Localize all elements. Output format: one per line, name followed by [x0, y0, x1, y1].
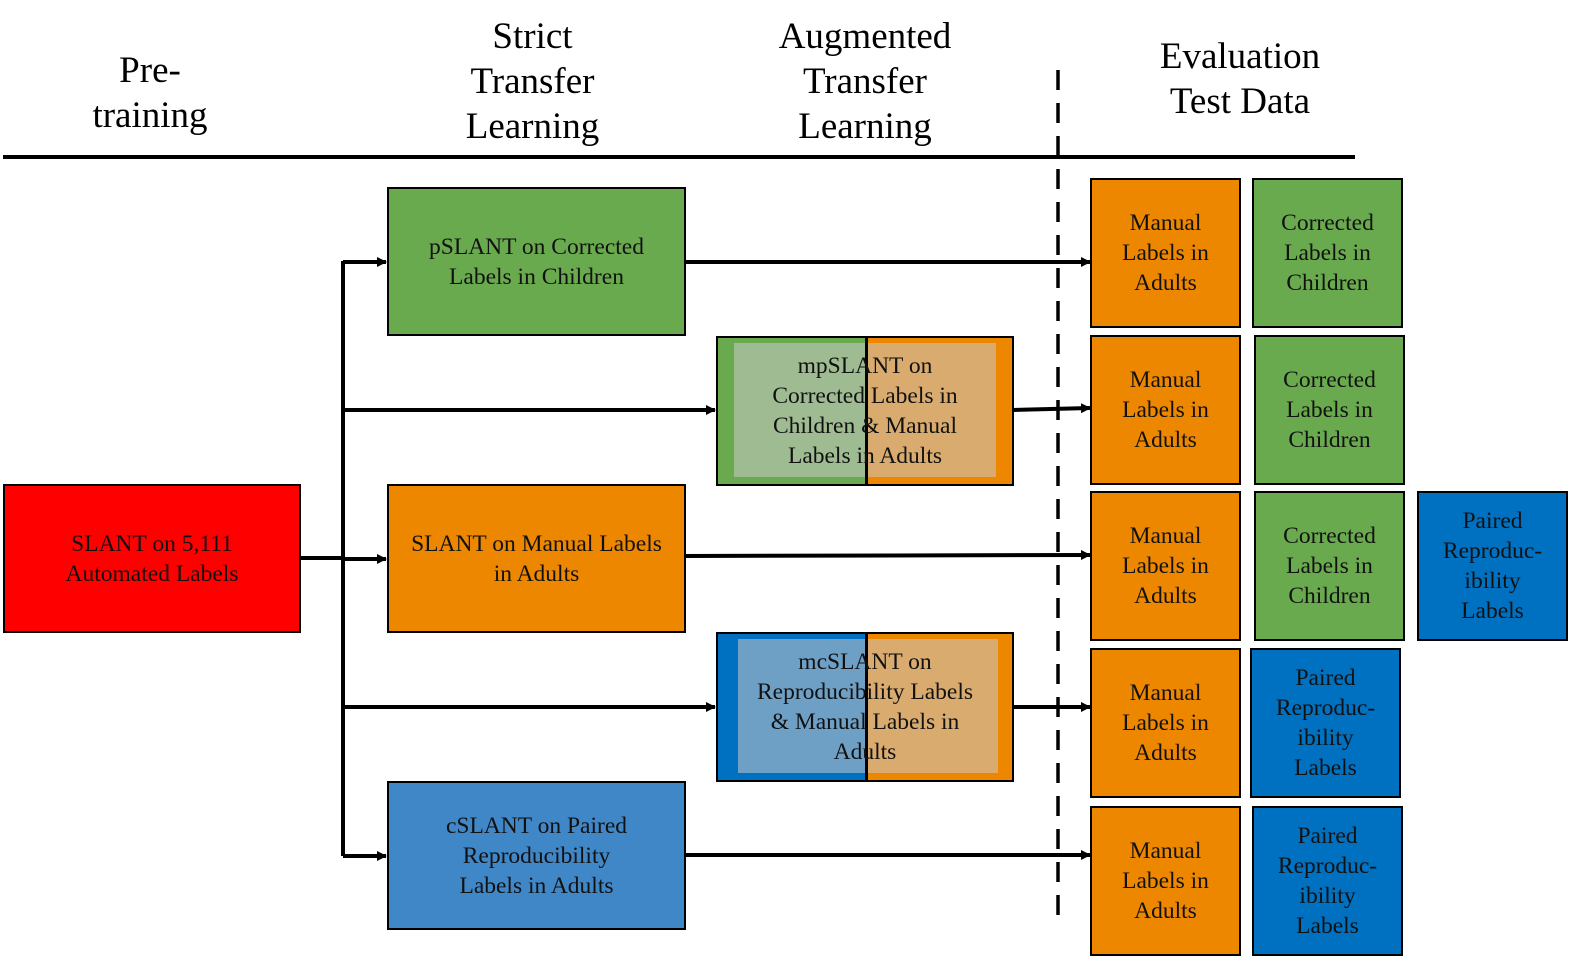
- eval-row3-corrected: Corrected Labels in Children: [1254, 491, 1405, 641]
- eval-row2-corrected: Corrected Labels in Children: [1254, 335, 1405, 485]
- cslant-box: cSLANT on Paired Reproducibility Labels …: [387, 781, 686, 930]
- header-pretraining: Pre- training: [92, 50, 208, 136]
- eval-row2-manual-label: Manual Labels in Adults: [1122, 367, 1209, 453]
- eval-row3-manual: Manual Labels in Adults: [1090, 491, 1241, 641]
- eval-row5-paired: Paired Reproduc- ibility Labels: [1252, 806, 1403, 956]
- eval-row5-manual-label: Manual Labels in Adults: [1122, 838, 1209, 924]
- eval-row2-manual: Manual Labels in Adults: [1090, 335, 1241, 485]
- header-evaluation: Evaluation Test Data: [1159, 36, 1321, 122]
- eval-row4-paired-label: Paired Reproduc- ibility Labels: [1275, 665, 1376, 781]
- eval-row2-corrected-label: Corrected Labels in Children: [1283, 367, 1376, 453]
- pslant-box: pSLANT on Corrected Labels in Children: [387, 187, 686, 336]
- arrow-slant-manual-eval: [684, 550, 1091, 561]
- slant-manual-box: SLANT on Manual Labels in Adults: [387, 484, 686, 633]
- eval-row3-manual-label: Manual Labels in Adults: [1122, 523, 1209, 609]
- eval-row3-corrected-label: Corrected Labels in Children: [1283, 523, 1376, 609]
- eval-row3-paired-label: Paired Reproduc- ibility Labels: [1442, 508, 1543, 624]
- slant-base-box: SLANT on 5,111 Automated Labels: [3, 484, 301, 633]
- slant-base-label: SLANT on 5,111 Automated Labels: [65, 530, 239, 587]
- mcslant-overlay: [738, 639, 998, 773]
- mpslant-label: mpSLANT on Corrected Labels in Children …: [772, 353, 958, 469]
- eval-row1-manual-label: Manual Labels in Adults: [1122, 210, 1209, 296]
- eval-row1-manual: Manual Labels in Adults: [1090, 178, 1241, 328]
- header-augmented-transfer: Augmented Transfer Learning: [778, 16, 952, 147]
- eval-row4-paired: Paired Reproduc- ibility Labels: [1250, 648, 1401, 798]
- pslant-label: pSLANT on Corrected Labels in Children: [429, 233, 644, 290]
- mcslant-box: mcSLANT on Reproducibility Labels & Manu…: [716, 632, 1014, 782]
- slant-manual-label: SLANT on Manual Labels in Adults: [411, 530, 662, 587]
- eval-row5-manual: Manual Labels in Adults: [1090, 806, 1241, 956]
- eval-row4-manual: Manual Labels in Adults: [1090, 648, 1241, 798]
- eval-row3-paired: Paired Reproduc- ibility Labels: [1417, 491, 1568, 641]
- header-strict-transfer: Strict Transfer Learning: [465, 16, 600, 147]
- eval-row5-paired-label: Paired Reproduc- ibility Labels: [1277, 823, 1378, 939]
- eval-row1-corrected-label: Corrected Labels in Children: [1281, 210, 1374, 296]
- eval-row4-manual-label: Manual Labels in Adults: [1122, 680, 1209, 766]
- mpslant-divider: [865, 338, 868, 484]
- mcslant-divider: [865, 634, 868, 780]
- cslant-label: cSLANT on Paired Reproducibility Labels …: [445, 812, 627, 899]
- arrow-mpslant-eval: [1012, 403, 1091, 414]
- eval-row1-corrected: Corrected Labels in Children: [1252, 178, 1403, 328]
- mpslant-box: mpSLANT on Corrected Labels in Children …: [716, 336, 1014, 486]
- mcslant-label: mcSLANT on Reproducibility Labels & Manu…: [756, 649, 974, 765]
